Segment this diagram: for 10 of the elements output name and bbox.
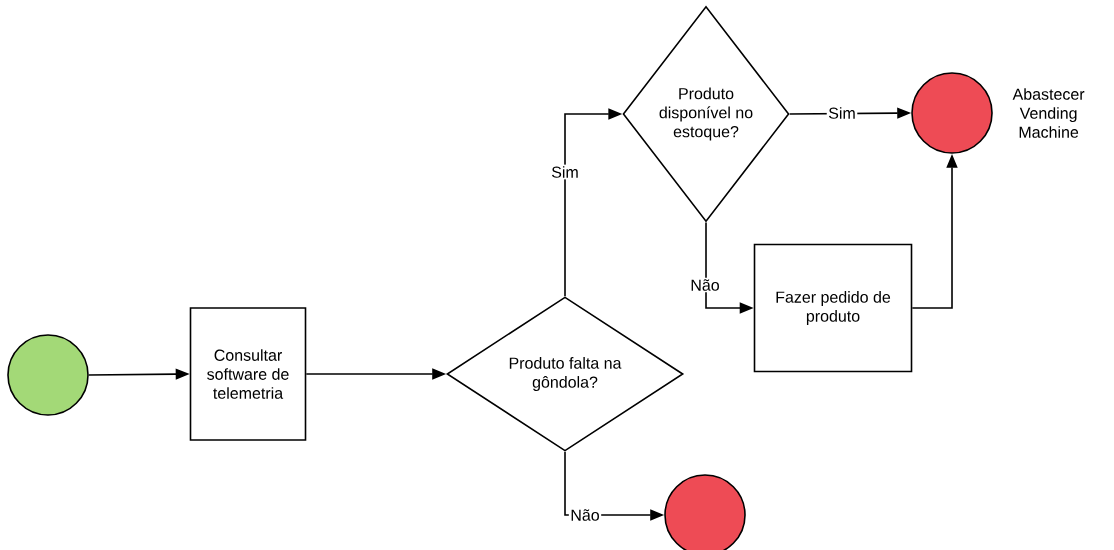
- node-caption: Abastecer Vending Machine: [1012, 88, 1085, 138]
- start-circle: [7, 334, 89, 416]
- edge-label: Sim: [826, 105, 858, 121]
- edge-label: Não: [568, 507, 602, 523]
- end-circle: [664, 474, 746, 550]
- edge-label: Sim: [549, 164, 581, 180]
- edge-label: Não: [688, 277, 722, 293]
- process-box: Consultar software de telemetria: [189, 307, 307, 441]
- end-circle: [911, 72, 993, 154]
- process-box: Fazer pedido de produto: [753, 243, 913, 373]
